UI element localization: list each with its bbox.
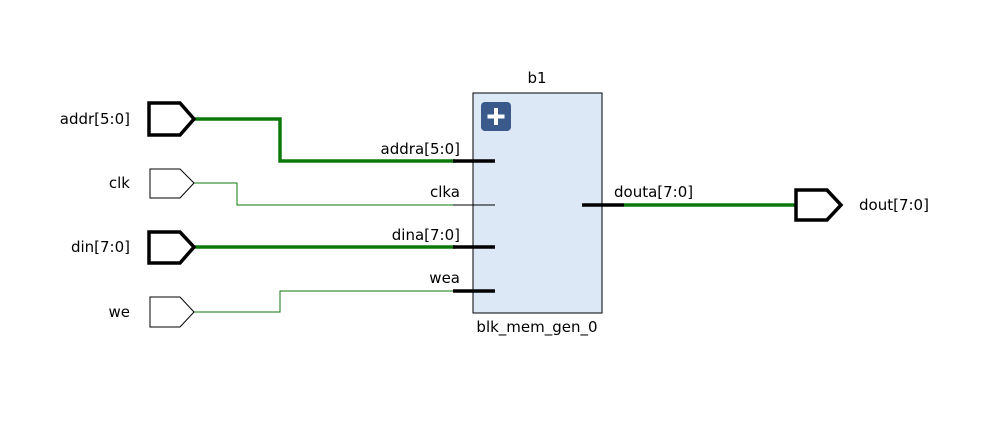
- port-clk-label: clk: [109, 174, 130, 192]
- port-we-symbol[interactable]: [149, 296, 195, 328]
- plus-icon: [487, 108, 505, 125]
- block-instance-name: b1: [527, 69, 546, 87]
- wire-clk[interactable]: [194, 182, 496, 206]
- port-addr-symbol[interactable]: [147, 101, 197, 137]
- port-clk-symbol[interactable]: [149, 168, 195, 199]
- pin-clka-label: clka: [430, 183, 460, 201]
- port-dout-label: dout[7:0]: [859, 196, 929, 214]
- wire-we[interactable]: [194, 290, 455, 313]
- wire-addr[interactable]: [194, 117, 455, 163]
- pin-dina-label: dina[7:0]: [392, 226, 460, 244]
- pin-douta-label: douta[7:0]: [614, 183, 693, 201]
- port-addr-label: addr[5:0]: [60, 110, 130, 128]
- port-din-label: din[7:0]: [71, 238, 130, 256]
- expand-button[interactable]: [481, 102, 511, 131]
- port-din-symbol[interactable]: [147, 230, 197, 265]
- pin-addra-label: addra[5:0]: [381, 140, 460, 158]
- port-dout-symbol[interactable]: [794, 188, 844, 222]
- pin-wea-label: wea: [429, 269, 460, 287]
- port-we-label: we: [109, 303, 131, 321]
- block-cell-name: blk_mem_gen_0: [476, 318, 597, 337]
